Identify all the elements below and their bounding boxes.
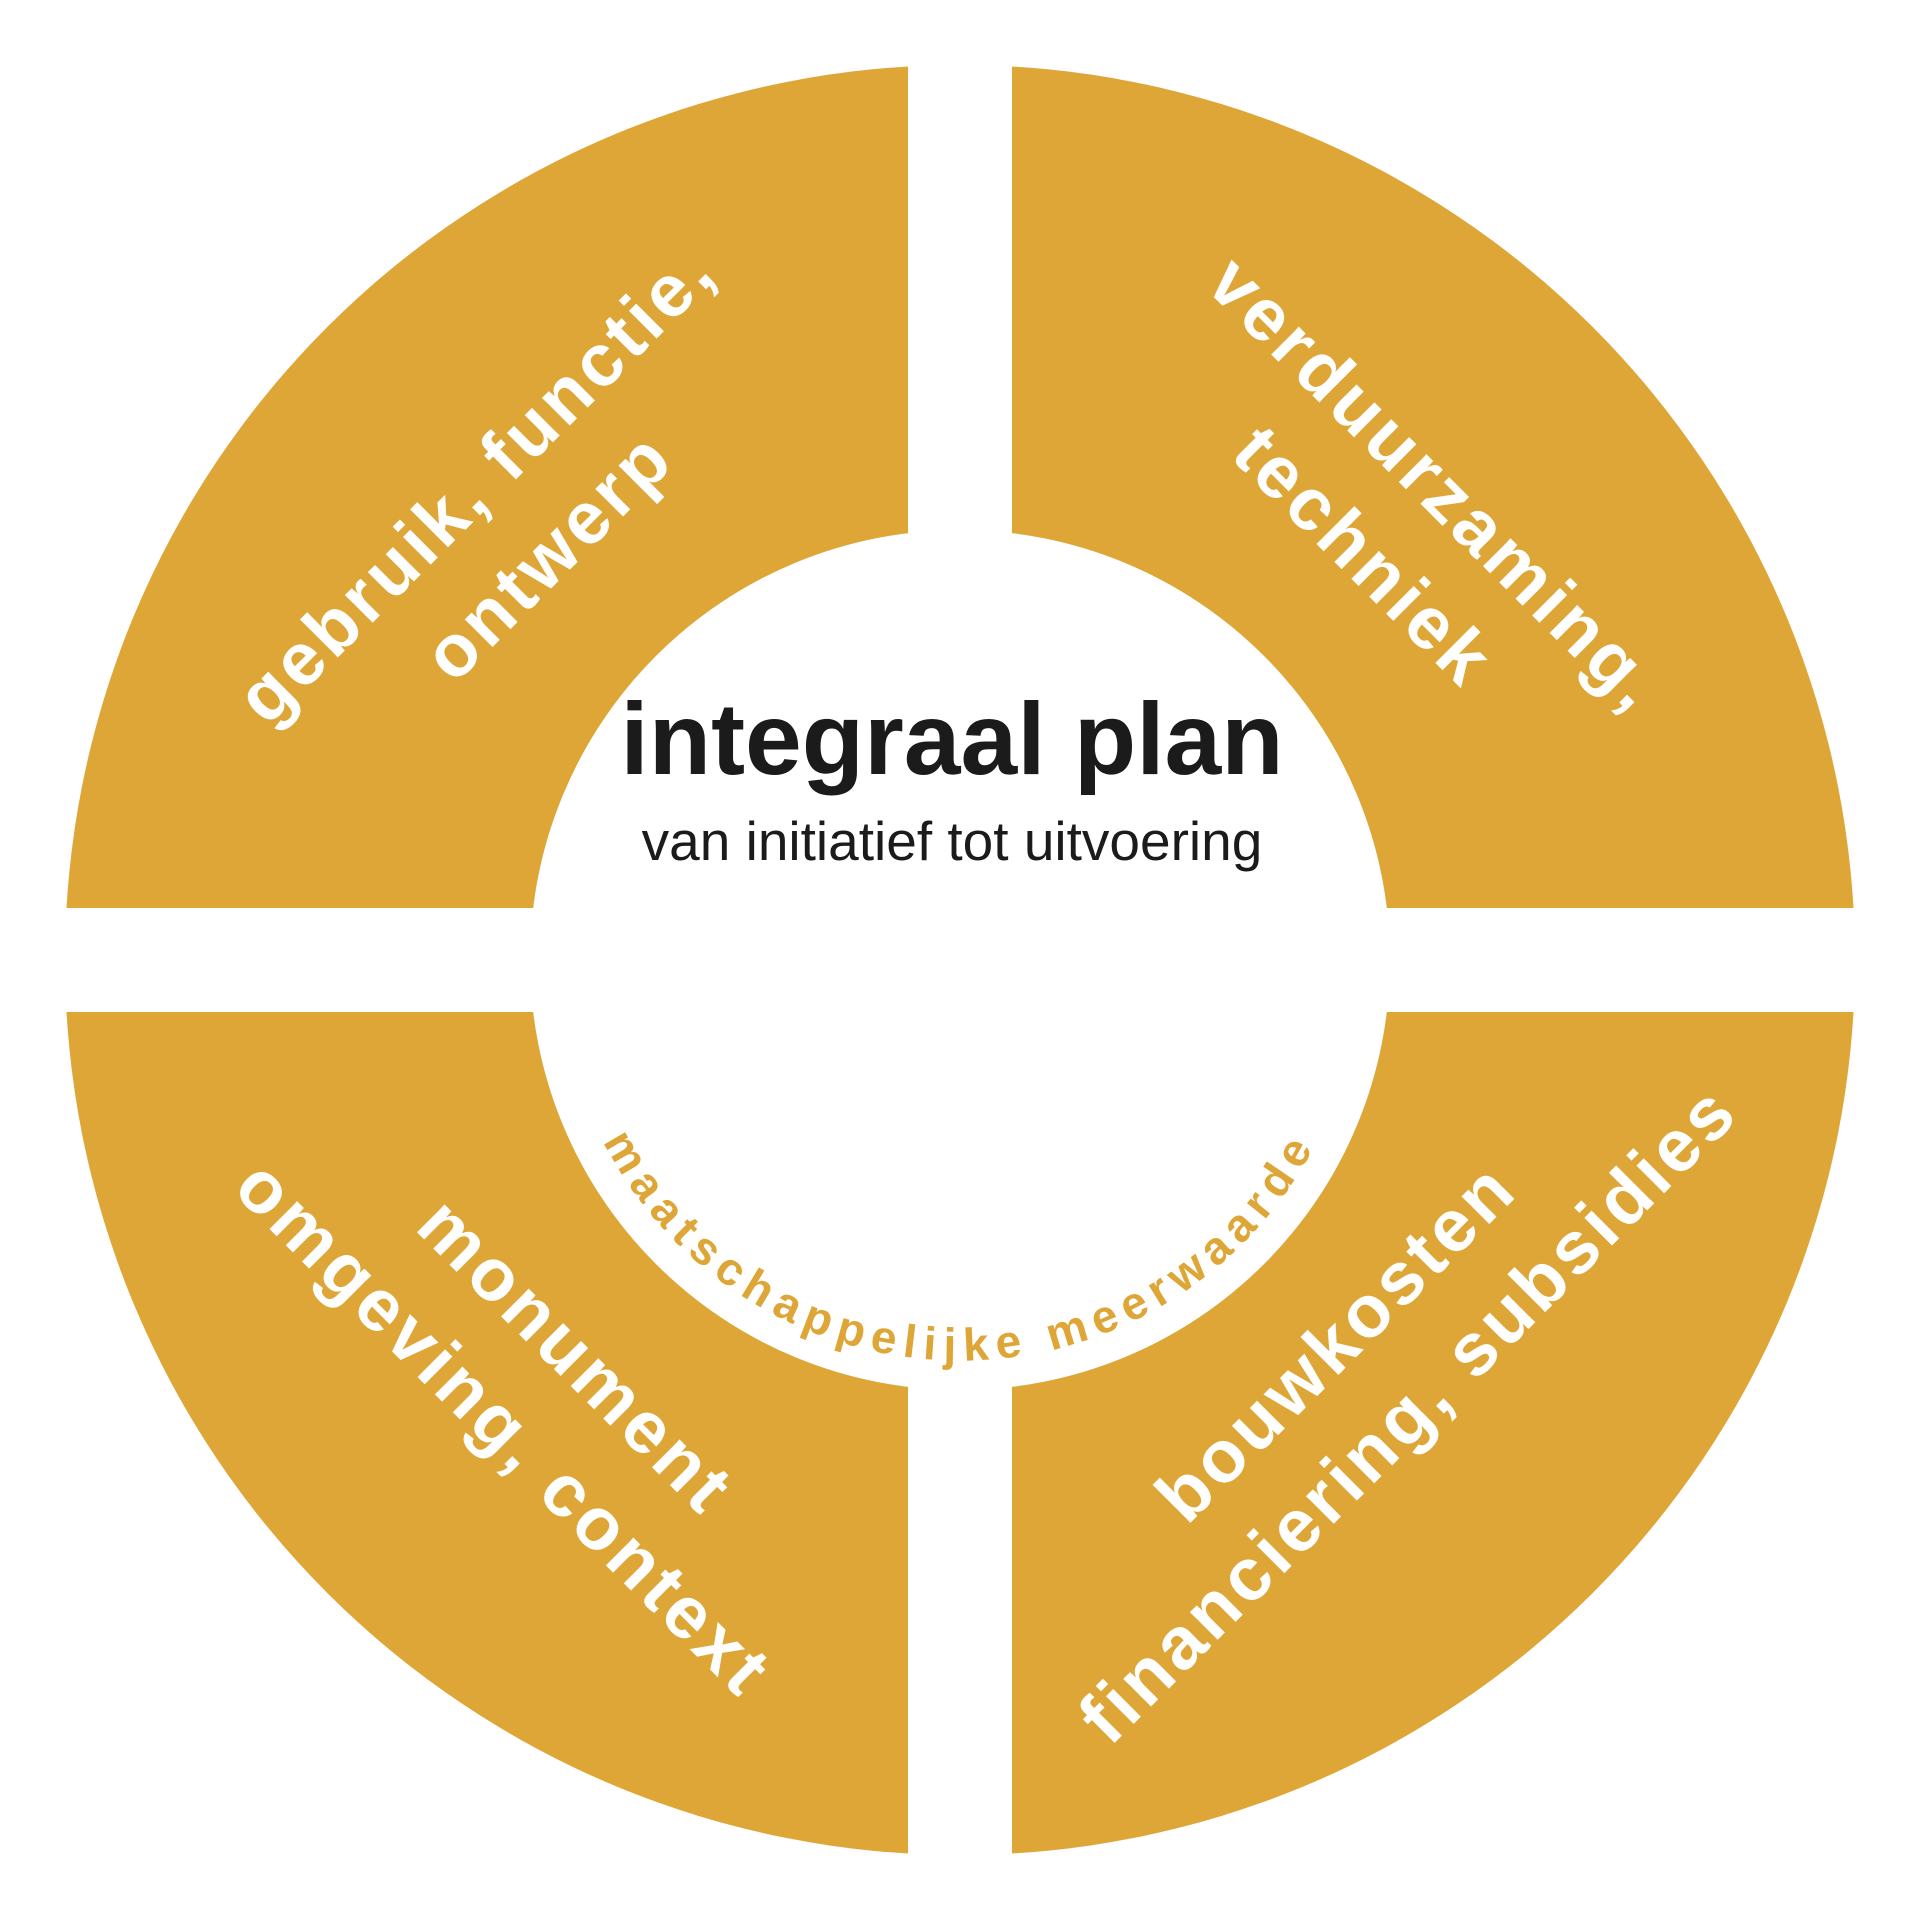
- center-subtitle: van initiatief tot uitvoering: [642, 810, 1263, 872]
- inner-circle: [530, 530, 1390, 1390]
- center-title: integraal plan: [620, 682, 1283, 796]
